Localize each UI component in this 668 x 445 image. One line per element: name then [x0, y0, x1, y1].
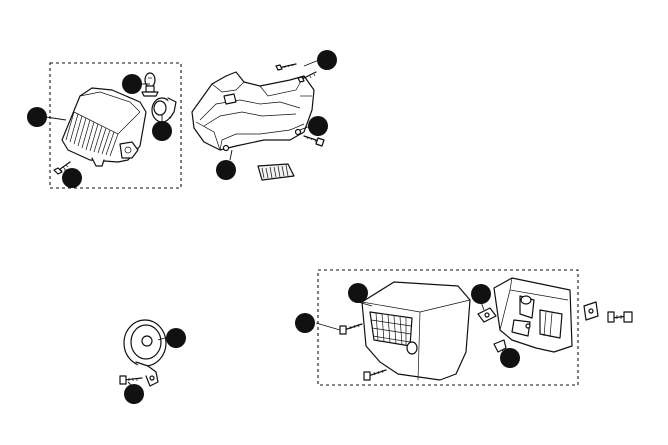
- callout-marker-12: [471, 284, 491, 304]
- callout-marker-6: [308, 116, 328, 136]
- callout-marker-7: [216, 160, 236, 180]
- horn[interactable]: [123, 319, 167, 387]
- callout-marker-1: [27, 107, 47, 127]
- tail-light-screw-2[interactable]: [363, 369, 387, 381]
- tail-light-bolt[interactable]: [607, 311, 633, 323]
- callout-marker-10: [295, 313, 315, 333]
- tail-light-grommet[interactable]: [477, 307, 497, 323]
- tail-light-group-box: [317, 269, 579, 386]
- headlight-bulb[interactable]: [141, 72, 159, 97]
- tail-light-clip[interactable]: [583, 301, 599, 321]
- callout-marker-9: [124, 384, 144, 404]
- callout-marker-4: [62, 168, 82, 188]
- fairing-screw-1[interactable]: [275, 63, 297, 71]
- tail-light-bracket[interactable]: [493, 277, 573, 353]
- callout-marker-3: [152, 121, 172, 141]
- tail-light-screw-1[interactable]: [339, 323, 363, 335]
- tail-light-rubber-cap[interactable]: [493, 339, 507, 353]
- fairing-screw-2[interactable]: [297, 71, 317, 83]
- callout-marker-11: [348, 283, 368, 303]
- fairing-reflector[interactable]: [257, 163, 295, 181]
- bulb-socket[interactable]: [151, 97, 177, 123]
- tail-light-lens[interactable]: [361, 281, 471, 381]
- headlight-screw[interactable]: [53, 161, 71, 175]
- headlight-group-box: [49, 62, 182, 189]
- headlight-housing[interactable]: [61, 87, 147, 167]
- callout-marker-5: [317, 50, 337, 70]
- front-fairing-shell[interactable]: [191, 71, 315, 152]
- callout-marker-13: [500, 348, 520, 368]
- fairing-screw-3[interactable]: [303, 135, 325, 147]
- callout-marker-2: [122, 74, 142, 94]
- horn-bolt[interactable]: [119, 375, 143, 385]
- callout-marker-8: [166, 328, 186, 348]
